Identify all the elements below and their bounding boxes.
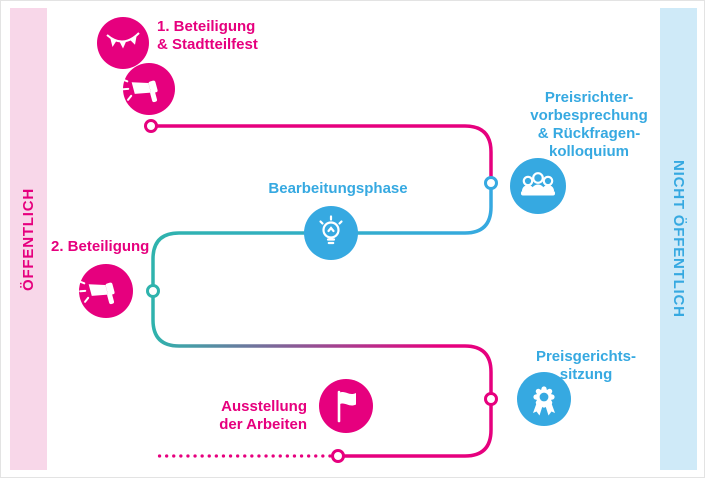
timeline-node-exhibition [331, 449, 345, 463]
band-public: ÖFFENTLICH [10, 8, 47, 470]
lightbulb-icon [319, 215, 343, 245]
timeline-node-jury-briefing [484, 176, 498, 190]
flow-line-segment-1 [149, 124, 493, 185]
timeline-node-jury-session [484, 392, 498, 406]
flag-icon [337, 390, 356, 423]
band-not-public: NICHT ÖFFENTLICH [660, 8, 697, 470]
committee-icon [521, 172, 555, 196]
festival-garland-badge [97, 17, 149, 69]
timeline-node-step2 [146, 284, 160, 298]
label-jury-session: Preisgerichts- sitzung [535, 348, 637, 383]
exhibition-badge [319, 379, 373, 433]
garland-icon [106, 32, 140, 49]
work-phase-badge [304, 206, 358, 260]
award-icon [533, 386, 555, 416]
timeline-node-step1 [144, 119, 158, 133]
label-step1: 1. Beteiligung & Stadtteilfest [157, 18, 258, 53]
flow-line-segment-3 [151, 289, 493, 401]
participation2-badge [76, 264, 133, 318]
band-not-public-label: NICHT ÖFFENTLICH [670, 160, 687, 318]
jury-session-badge [517, 372, 571, 426]
jury-briefing-badge [510, 158, 566, 214]
flow-line-segment-4 [336, 397, 493, 458]
exhibition-circle [319, 379, 373, 433]
work-phase-circle [304, 206, 358, 260]
label-work-phase: Bearbeitungsphase [268, 180, 408, 197]
participation1-badge [119, 63, 175, 115]
label-jury-briefing: Preisrichter- vorbesprechung & Rückfrage… [530, 89, 648, 160]
label-step2: 2. Beteiligung [51, 238, 150, 255]
label-exhibition: Ausstellung der Arbeiten [219, 398, 307, 433]
